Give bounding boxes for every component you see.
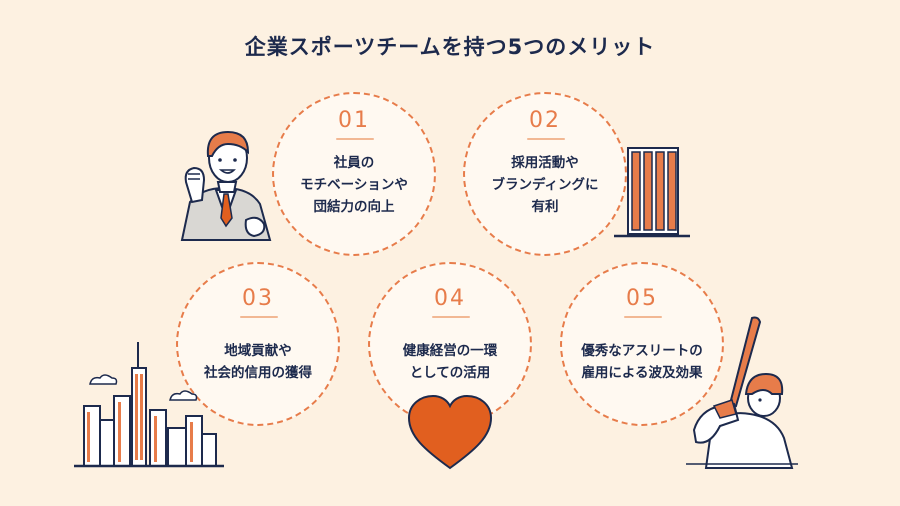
office-building-illustration bbox=[614, 147, 690, 238]
benefit-label: 採用活動や ブランディングに 有利 bbox=[491, 155, 599, 215]
number-underline bbox=[624, 316, 662, 318]
benefit-number: 02 bbox=[529, 108, 561, 133]
benefit-number: 03 bbox=[242, 286, 274, 311]
number-underline bbox=[240, 316, 278, 318]
benefit-label: 健康経営の一環 としての活用 bbox=[402, 343, 498, 381]
page-title: 企業スポーツチームを持つ5つのメリット bbox=[244, 35, 656, 59]
number-underline bbox=[432, 316, 470, 318]
number-underline bbox=[336, 138, 374, 140]
number-underline bbox=[527, 138, 565, 140]
benefit-number: 05 bbox=[626, 286, 658, 311]
benefit-label: 地域貢献や 社会的信用の獲得 bbox=[204, 343, 312, 381]
benefit-label: 優秀なアスリートの 雇用による波及効果 bbox=[581, 343, 703, 381]
benefit-number: 04 bbox=[434, 286, 466, 311]
baseball-player-illustration bbox=[686, 316, 798, 469]
benefit-circle-01: 01 社員の モチベーションや 団結力の向上 bbox=[272, 92, 436, 256]
benefit-label: 社員の モチベーションや 団結力の向上 bbox=[300, 155, 408, 215]
benefit-circle-04: 04 健康経営の一環 としての活用 bbox=[368, 262, 532, 426]
benefit-circle-05: 05 優秀なアスリートの 雇用による波及効果 bbox=[560, 262, 724, 426]
businessman-illustration bbox=[180, 130, 272, 241]
heart-illustration bbox=[407, 394, 493, 470]
city-skyline-illustration bbox=[74, 342, 224, 468]
benefit-circle-03: 03 地域貢献や 社会的信用の獲得 bbox=[176, 262, 340, 426]
benefit-circle-02: 02 採用活動や ブランディングに 有利 bbox=[463, 92, 627, 256]
benefit-number: 01 bbox=[338, 108, 370, 133]
